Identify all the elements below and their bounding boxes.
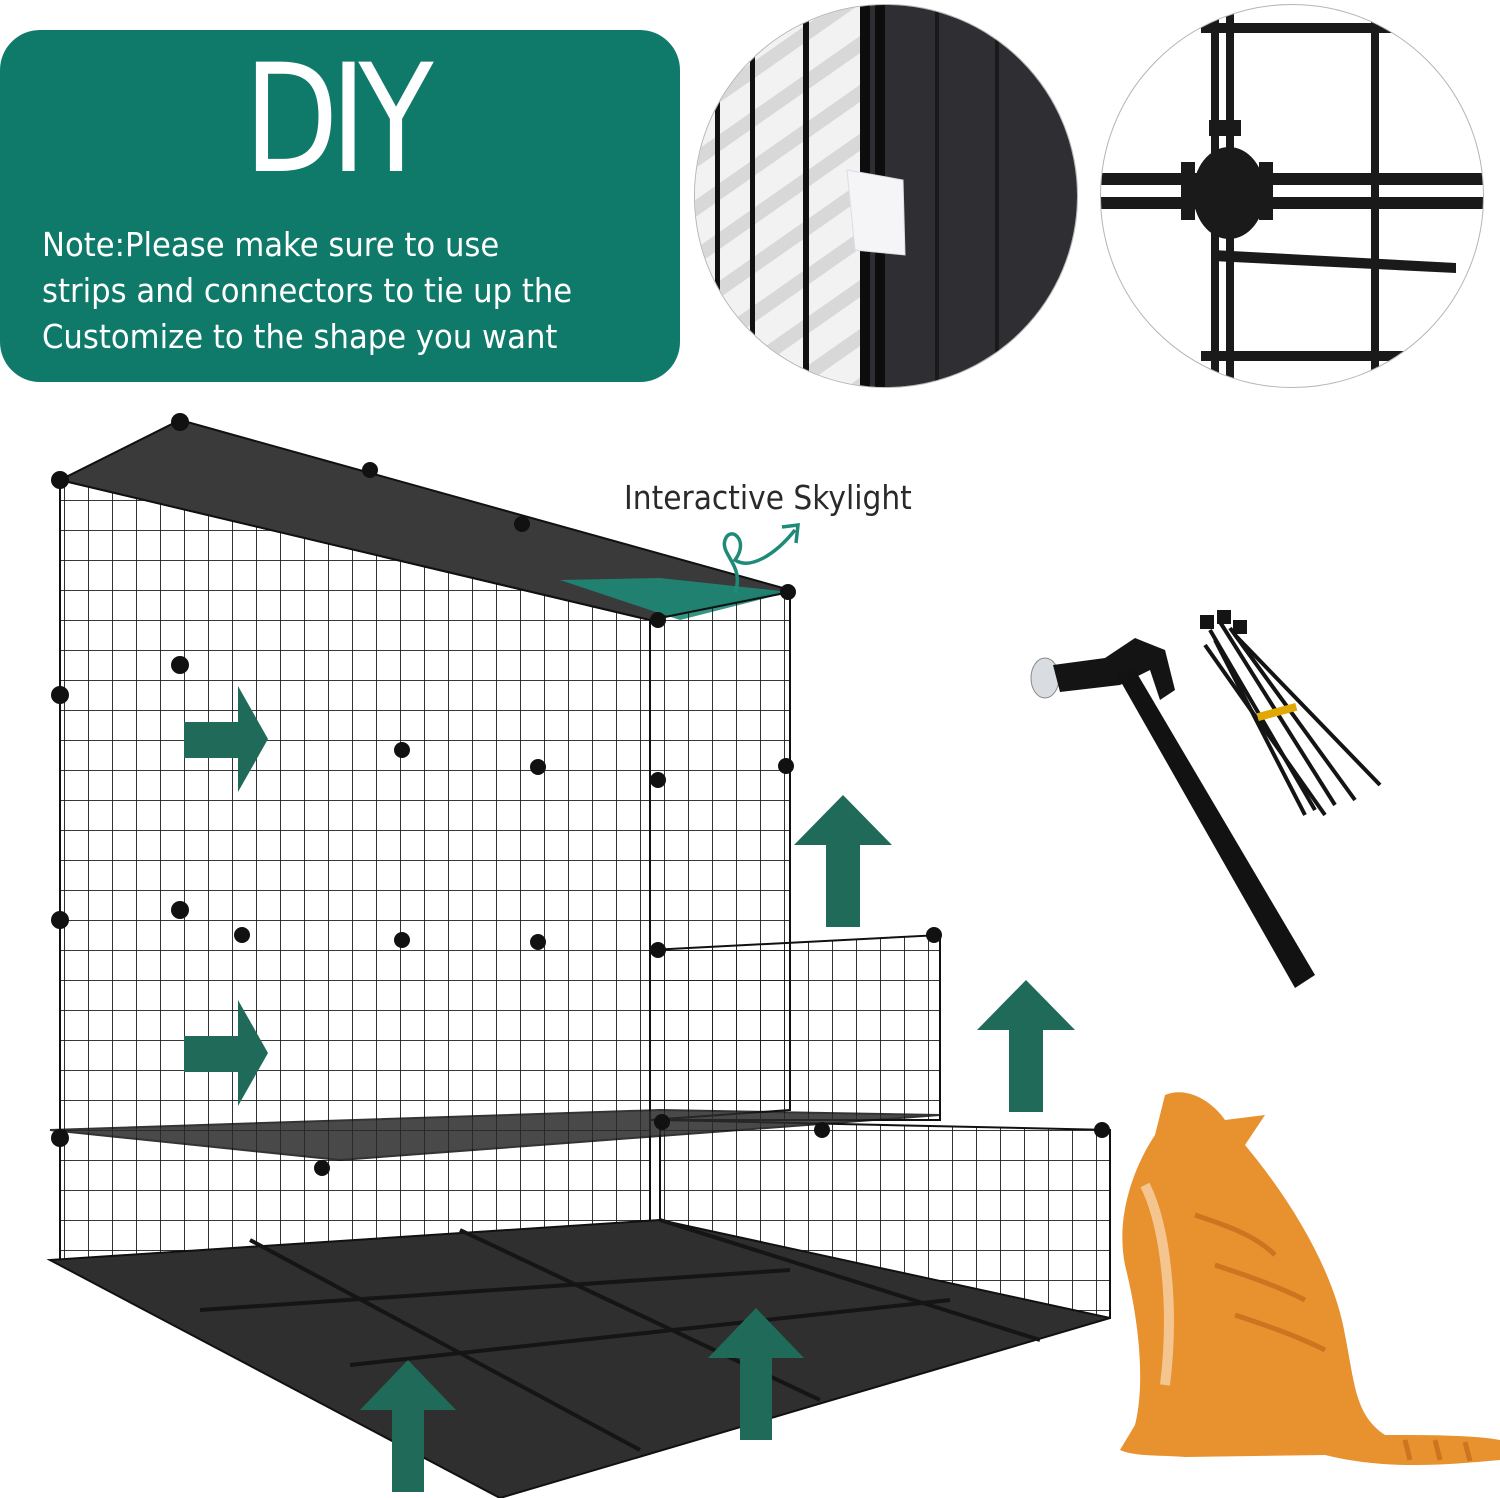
diy-note: Note:Please make sure to use strips and …: [42, 222, 628, 360]
cat-cage-illustration: [40, 410, 1120, 1498]
note-line-3: Customize to the shape you want: [42, 317, 558, 356]
arrow-right-icon: [184, 686, 268, 792]
orange-cat-photo: [1120, 1092, 1500, 1465]
cage-grid-icon: [46, 413, 1111, 1498]
hammer-icon: [1030, 638, 1315, 988]
arrow-up-icon: [794, 795, 892, 927]
arrow-right-icon: [184, 1000, 268, 1106]
diy-title: DIY: [243, 33, 434, 207]
arrow-up-icon: [360, 1360, 456, 1492]
cable-ties-icon: [1200, 610, 1382, 817]
note-line-1: Note:Please make sure to use: [42, 225, 500, 264]
diy-banner: [0, 30, 680, 382]
arrow-up-icon: [708, 1308, 804, 1440]
hub-closeup-image: [1100, 4, 1484, 388]
curly-arrow-icon: [722, 522, 800, 594]
skylight-callout-label: Interactive Skylight: [624, 478, 912, 517]
hub-connector-icon: [1101, 5, 1483, 387]
arrow-up-icon: [977, 980, 1075, 1112]
clip-closeup-image: [694, 4, 1078, 388]
note-line-2: strips and connectors to tie up the: [42, 271, 573, 310]
clip-closeup-icon: [695, 5, 1077, 387]
